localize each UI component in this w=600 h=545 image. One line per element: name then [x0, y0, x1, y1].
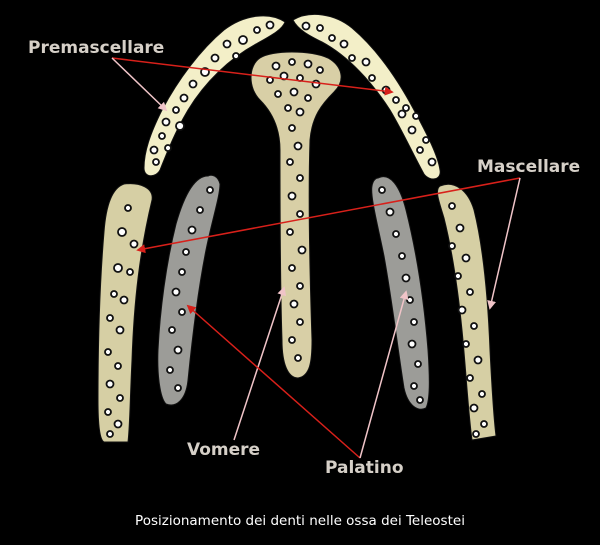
vomer-bone: [250, 51, 342, 379]
premaxilla-right-bone: [292, 14, 441, 180]
palatino-pointer-right: [359, 290, 409, 459]
maxilla-right-bone: [437, 183, 497, 441]
label-vomere: Vomere: [187, 440, 261, 460]
mascellare-pointer-right: [487, 177, 521, 310]
teeth: [104, 20, 488, 438]
caption: Posizionamento dei denti nelle ossa dei …: [135, 513, 465, 529]
palatino-pointer-left: [186, 304, 361, 459]
palatine-right-bone: [371, 176, 430, 410]
palatine-left-bone: [157, 174, 221, 406]
label-premascellare: Premascellare: [28, 38, 165, 58]
maxilla-left-bone: [97, 183, 153, 443]
pointer-lines: [111, 57, 521, 459]
premascellare-pointer-left: [111, 57, 168, 112]
mascellare-pointer-left: [136, 177, 521, 254]
premascellare-pointer-right: [111, 57, 394, 96]
label-palatino: Palatino: [325, 458, 404, 478]
label-mascellare: Mascellare: [477, 157, 581, 177]
vomere-pointer: [233, 286, 287, 441]
